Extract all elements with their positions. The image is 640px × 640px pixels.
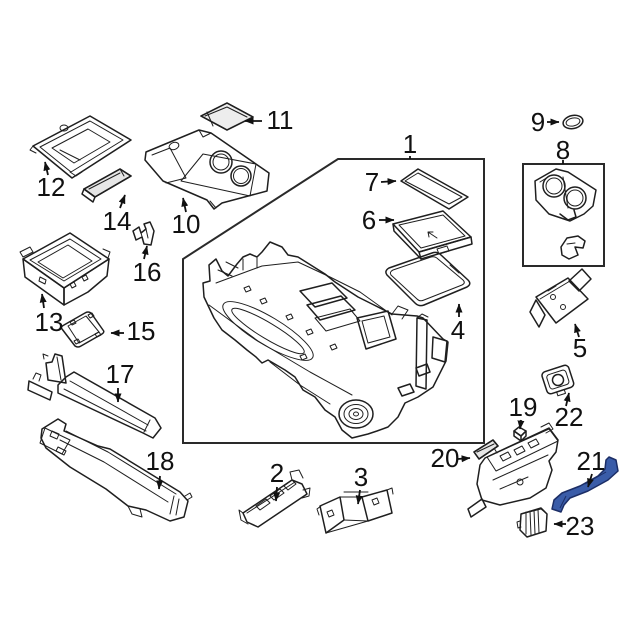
callout-9-label: 9 [531,107,545,137]
callout-12-label: 12 [37,172,66,202]
callout-3-label: 3 [354,462,368,492]
part-3-bracket [316,487,394,534]
callout-14: 14 [103,194,132,236]
part-14-strip [81,168,132,203]
part-23-connector [516,507,548,538]
callout-18: 18 [146,446,175,490]
part-4-mat [385,251,471,307]
callout-6-label: 6 [362,205,376,235]
part-12-tray [29,115,132,179]
callout-10-label: 10 [172,209,201,239]
callout-11: 11 [244,105,294,135]
callout-19: 19 [509,392,538,430]
part-15-plate [60,311,105,348]
callout-19-label: 19 [509,392,538,422]
callout-1-label: 1 [403,129,417,159]
callout-13-label: 13 [35,307,64,337]
callout-9: 9 [531,107,560,137]
part-13-bin [19,232,111,306]
part-rear-finish-panel [467,422,559,518]
callout-4-label: 4 [451,315,465,345]
callout-23-label: 23 [566,511,595,541]
part-18-lower-trim [39,418,193,522]
callout-7: 7 [365,167,397,197]
assembly-box-1 [182,158,485,444]
callout-18-label: 18 [146,446,175,476]
callout-8: 8 [556,135,570,165]
callout-10: 10 [172,197,201,239]
part-9-oval [562,114,584,130]
part-console-body [202,241,449,439]
callout-2: 2 [270,458,284,502]
part-8-cupholder [534,168,597,222]
part-7-plate [400,168,469,210]
callout-4: 4 [451,303,465,345]
callout-11-label: 11 [267,105,294,135]
callout-2-label: 2 [270,458,284,488]
part-22-switch [541,364,575,397]
part-17-side-trim [27,353,162,439]
callout-22-label: 22 [555,402,584,432]
callout-5: 5 [573,323,587,363]
callout-20: 20 [431,443,471,473]
part-6-tray [392,210,473,260]
callout-17-label: 17 [106,359,135,389]
callout-16-label: 16 [133,257,162,287]
callout-6: 6 [362,205,395,235]
callout-20-label: 20 [431,443,460,473]
callout-17: 17 [106,359,135,403]
part-11-strip [200,102,254,131]
part-2-bracket [238,469,311,528]
callout-13: 13 [35,293,64,337]
callout-7-label: 7 [365,167,379,197]
part-16-clip [132,221,155,246]
part-5-bracket [529,268,592,328]
callout-12: 12 [37,161,66,202]
part-8-clip [560,235,586,260]
callout-21: 21 [577,446,606,488]
callout-15-label: 15 [127,316,156,346]
part-20-strip [473,439,499,460]
callout-3: 3 [354,462,368,505]
callout-16: 16 [133,245,162,287]
callout-21-label: 21 [577,446,606,476]
callout-14-label: 14 [103,206,132,236]
callout-22: 22 [555,392,584,432]
part-10-finish-panel [144,129,270,210]
callout-23: 23 [553,511,595,541]
callout-1: 1 [403,129,417,159]
callout-8-label: 8 [556,135,570,165]
callout-15: 15 [110,316,156,346]
callout-5-label: 5 [573,333,587,363]
